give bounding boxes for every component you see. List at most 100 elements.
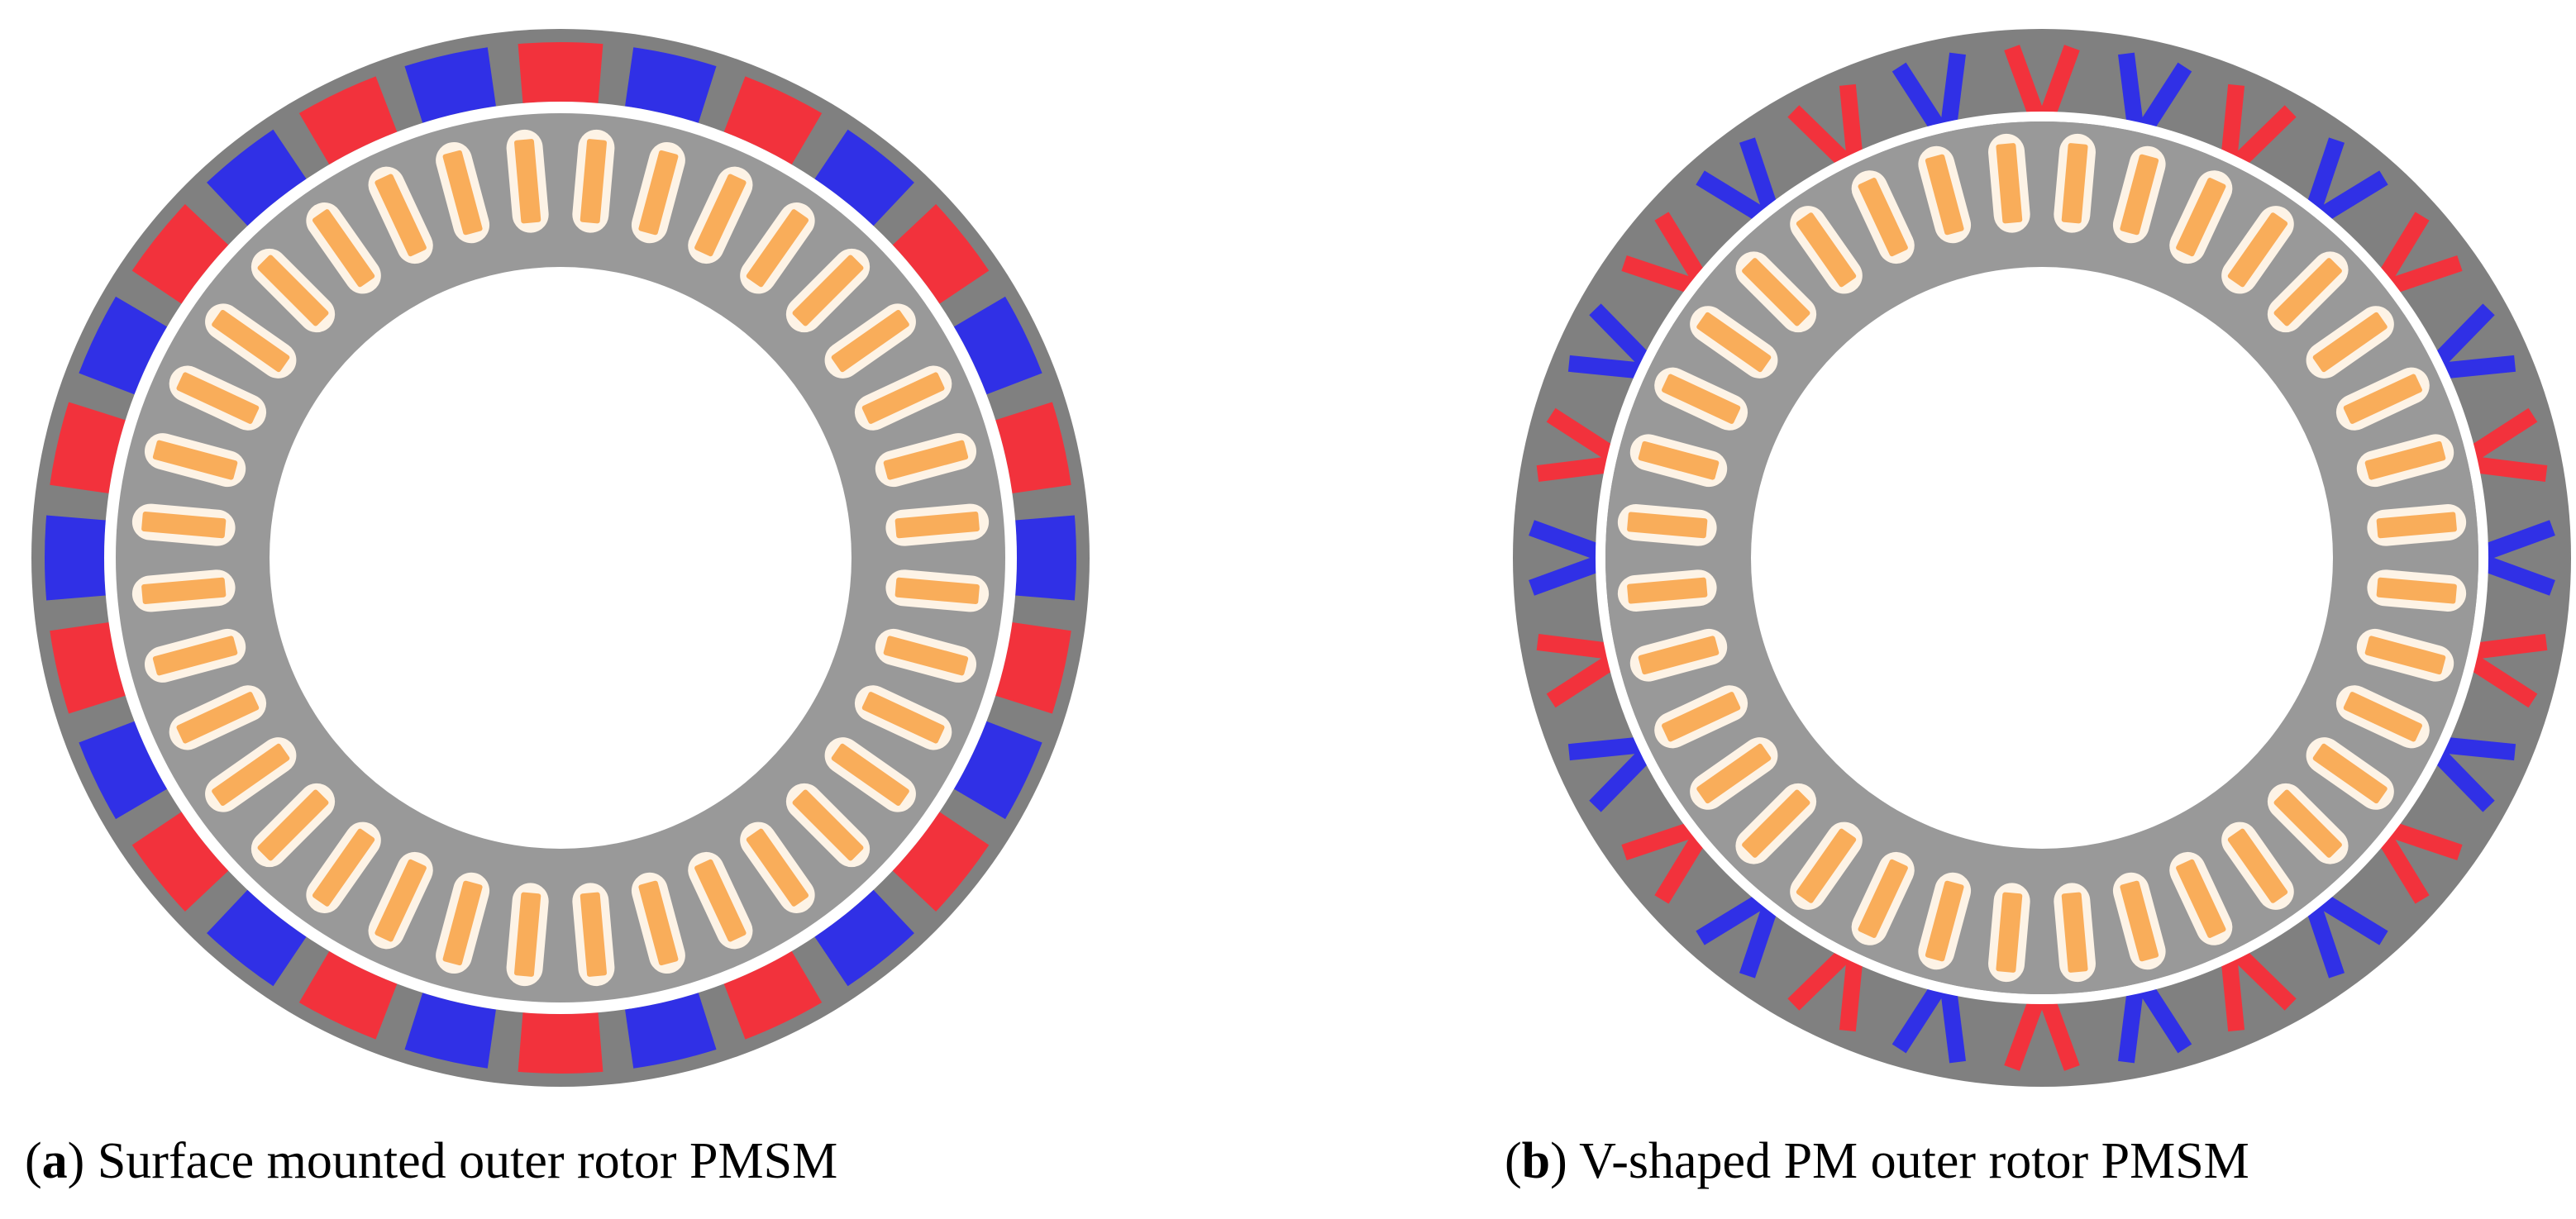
stator-slot xyxy=(2356,434,2454,488)
v-magnet-right xyxy=(2221,955,2245,1032)
winding-coil xyxy=(257,255,329,326)
v-magnet-pair xyxy=(2376,821,2463,904)
surface-magnet xyxy=(207,889,307,987)
stator-slot xyxy=(1851,851,1915,945)
stator-slot xyxy=(205,303,297,379)
surface-magnet xyxy=(131,812,229,912)
surface-magnet xyxy=(1015,515,1076,601)
surface-magnet xyxy=(50,402,126,493)
v-magnet-left xyxy=(2479,520,2555,561)
stator-slot xyxy=(1918,872,1972,970)
v-magnet-pair xyxy=(1891,981,1966,1064)
v-magnet-right xyxy=(2431,747,2495,812)
winding-coil xyxy=(141,577,227,604)
surface-magnet xyxy=(814,889,914,987)
winding-coil xyxy=(831,743,909,807)
winding-coil xyxy=(2061,892,2088,973)
v-magnet-right xyxy=(1529,520,1605,561)
stator-slot xyxy=(506,129,549,233)
winding-coil xyxy=(638,880,679,966)
v-magnet-pair xyxy=(2431,736,2516,812)
v-magnet-left xyxy=(1891,62,1947,135)
stator-slot xyxy=(875,433,977,488)
winding-coil xyxy=(152,440,238,480)
winding-coil xyxy=(1858,859,1908,938)
winding-coil xyxy=(312,209,375,288)
surface-magnet xyxy=(79,721,168,820)
v-magnet-pair xyxy=(2479,520,2555,596)
winding-coil xyxy=(1662,374,1741,424)
winding-coil xyxy=(1996,892,2023,973)
stator-slot xyxy=(2054,883,2096,983)
winding-coil xyxy=(883,636,969,676)
winding-coil xyxy=(212,309,290,373)
stator-slot xyxy=(1790,206,1863,294)
winding-coil xyxy=(1662,692,1741,742)
winding-coil xyxy=(2176,859,2226,938)
winding-coil xyxy=(1627,512,1708,539)
stator-slot xyxy=(740,821,815,913)
v-magnet-left xyxy=(1787,105,1853,169)
stator-slot xyxy=(2356,628,2454,682)
stator-slot xyxy=(1735,251,1817,333)
v-magnet-left xyxy=(2316,892,2388,945)
v-magnet-right xyxy=(1739,137,1779,214)
stator-slot xyxy=(250,783,336,868)
winding-coil xyxy=(1638,440,1720,480)
surface-magnet xyxy=(814,129,914,226)
winding-coil xyxy=(2273,789,2342,858)
v-magnet-right xyxy=(1696,892,1768,945)
v-magnet-right xyxy=(2376,831,2430,904)
surface-magnet xyxy=(50,622,126,714)
stator-slot xyxy=(1617,569,1717,612)
v-magnet-right xyxy=(2137,62,2192,135)
v-magnet-right xyxy=(1939,52,1966,129)
v-magnet-pair xyxy=(1536,634,1619,708)
v-magnet-pair xyxy=(2118,52,2192,135)
v-magnet-pair xyxy=(1696,137,1779,224)
v-magnet-pair xyxy=(1787,946,1863,1032)
stator-slot xyxy=(1690,306,1778,379)
stator-slot xyxy=(2335,685,2430,749)
v-magnet-pair xyxy=(2004,45,2080,121)
v-magnet-pair xyxy=(2221,83,2297,169)
winding-coil xyxy=(141,512,227,539)
winding-coil xyxy=(2312,312,2388,373)
stator-slot xyxy=(131,569,236,612)
v-magnet-left xyxy=(2137,981,2192,1054)
stator-slot xyxy=(506,883,549,987)
stator-slot xyxy=(2054,133,2096,233)
v-magnet-left xyxy=(2118,52,2144,129)
surface-magnet xyxy=(892,204,990,304)
stator-slot xyxy=(1629,628,1728,682)
v-magnet-left xyxy=(1739,902,1779,979)
stator-slot xyxy=(1617,504,1717,546)
stator-slot xyxy=(885,503,990,546)
winding-coil xyxy=(894,577,980,604)
v-magnet-left xyxy=(2471,634,2548,660)
v-magnet-left xyxy=(2221,83,2245,160)
v-magnet-pair xyxy=(2004,995,2080,1071)
stator-slot xyxy=(572,129,615,233)
v-magnet-left xyxy=(1529,555,1605,596)
v-magnet-left xyxy=(1589,747,1653,812)
surface-magnet xyxy=(723,950,823,1040)
v-magnet-left xyxy=(1621,255,1698,295)
stator-slot xyxy=(2221,821,2294,910)
winding-coil xyxy=(580,139,607,224)
winding-coil xyxy=(831,309,909,373)
stator-slot xyxy=(1988,883,2030,983)
v-magnet-left xyxy=(2039,995,2080,1071)
surface-magnet xyxy=(207,129,307,226)
v-magnet-left xyxy=(2305,137,2345,214)
winding-coil xyxy=(2312,743,2388,804)
stator-slot xyxy=(306,202,381,294)
stator-slot xyxy=(688,166,753,264)
v-magnet-right xyxy=(2471,455,2548,482)
stator-slot xyxy=(854,685,952,750)
v-magnet-right xyxy=(1621,821,1698,861)
v-magnet-left xyxy=(2431,303,2495,369)
surface-magnet xyxy=(625,47,717,123)
stator-slot xyxy=(1790,821,1863,910)
v-magnet-pair xyxy=(2431,303,2516,379)
